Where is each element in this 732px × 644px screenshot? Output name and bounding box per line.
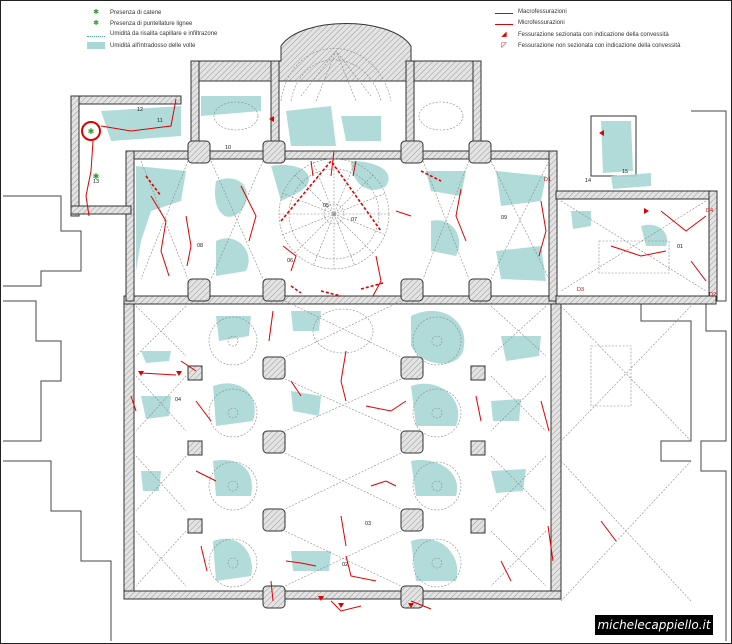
legend-item-micro: Microfessurazioni <box>495 20 565 26</box>
main-walls <box>70 23 718 600</box>
legend-item-chains: ✱ Presenza di catene <box>87 9 161 16</box>
marker-d4: D4 <box>706 208 713 214</box>
legend-label: Fessurazione sezionata con indicazione d… <box>518 31 669 38</box>
legend-label: Umidità da risalita capillare e infiltra… <box>110 31 218 37</box>
thin-red-line-icon <box>495 21 513 25</box>
marker-15: 15 <box>622 169 628 175</box>
marker-11: 11 <box>157 118 163 124</box>
marker-13: 13 <box>93 179 99 185</box>
marker-08: 08 <box>197 243 203 249</box>
legend-item-intrados: Umidità all'intradosso delle volte <box>87 42 196 49</box>
legend-label: Umidità all'intradosso delle volte <box>110 42 196 49</box>
hollow-red-arrow-icon: ◸ <box>501 42 507 49</box>
dotted-line-icon <box>87 32 105 37</box>
legend-right: Macrofessurazioni Microfessurazioni ◢ Fe… <box>495 9 715 55</box>
legend-item-not-sectioned: ◸ Fessurazione non sezionata con indicaz… <box>495 42 680 49</box>
marker-12: 12 <box>137 107 143 113</box>
star-icon: ✱ <box>93 20 99 27</box>
legend-item-sectioned: ◢ Fessurazione sezionata con indicazione… <box>495 31 669 38</box>
legend-item-capillary: Umidità da risalita capillare e infiltra… <box>87 31 217 37</box>
chain-marker: ✱ ✱ <box>81 121 101 181</box>
svg-text:✱: ✱ <box>93 172 100 181</box>
marker-d3: D3 <box>577 287 584 293</box>
macro-cracks <box>145 159 442 297</box>
crack-arrows <box>138 116 649 608</box>
legend-label: Presenza di catene <box>110 9 162 16</box>
thick-red-line-icon <box>495 10 513 14</box>
svg-text:✱: ✱ <box>88 127 95 136</box>
piers <box>187 140 492 609</box>
star-icon: ✱ <box>93 9 99 16</box>
marker-07: 07 <box>351 217 357 223</box>
legend-label: Microfessurazioni <box>518 20 565 26</box>
marker-04: 04 <box>175 397 181 403</box>
teal-swatch-icon <box>87 42 105 49</box>
marker-02: 02 <box>342 562 348 568</box>
marker-01: 01 <box>677 244 683 250</box>
legend-item-props: ✱ Presenza di puntellature lignee <box>87 20 192 27</box>
marker-06: 06 <box>287 258 293 264</box>
marker-d2: D2 <box>709 292 716 298</box>
dampness-areas <box>101 96 667 581</box>
red-arrow-icon: ◢ <box>501 31 507 38</box>
legend-item-macro: Macrofessurazioni <box>495 9 567 15</box>
marker-14: 14 <box>585 178 591 184</box>
marker-10: 10 <box>225 145 231 151</box>
legend-label: Macrofessurazioni <box>518 9 567 15</box>
marker-09: 09 <box>501 215 507 221</box>
vault-lines <box>135 48 707 602</box>
vault-markers: 01 02 03 04 05 06 07 08 09 10 11 12 13 1… <box>93 107 716 568</box>
marker-d1: D1 <box>544 177 551 183</box>
marker-05: 05 <box>323 203 329 209</box>
legend-label: Presenza di puntellature lignee <box>110 20 193 27</box>
marker-03: 03 <box>365 521 371 527</box>
watermark: michelecappiello.it <box>595 615 713 635</box>
legend-left: ✱ Presenza di catene ✱ Presenza di punte… <box>87 9 287 55</box>
crack-lines <box>85 98 707 612</box>
legend-label: Fessurazione non sezionata con indicazio… <box>518 42 681 49</box>
